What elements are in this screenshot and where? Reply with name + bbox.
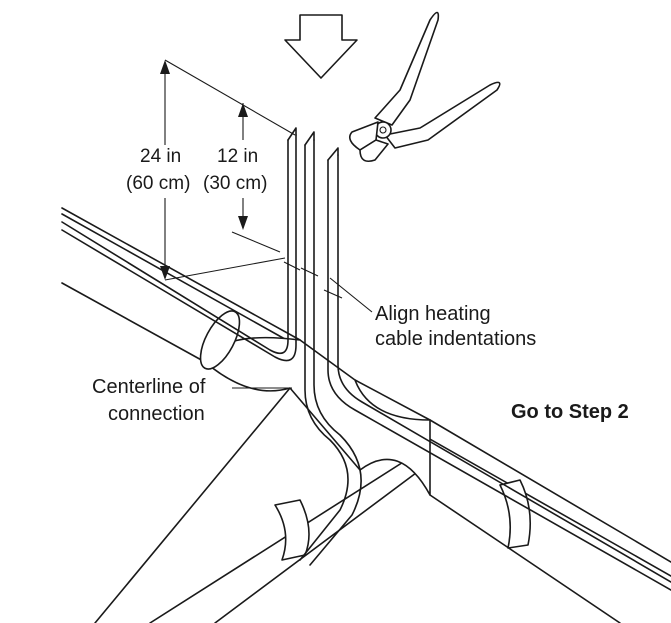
heating-cables: [61, 127, 671, 591]
arrow-up-icon: [160, 60, 170, 74]
dimension-short-inches: 12 in: [217, 146, 258, 167]
dimension-long-inches: 24 in: [140, 146, 181, 167]
dimension-short-cm: (30 cm): [203, 173, 267, 194]
push-down-arrow-icon: [284, 14, 358, 79]
dimension-12in: [231, 103, 281, 253]
align-callout-line1: Align heating: [375, 303, 491, 325]
main-pipe: [61, 207, 431, 421]
next-step-label: Go to Step 2: [511, 401, 629, 423]
arrow-down-icon: [238, 216, 248, 230]
wire-cutter-icon: [349, 11, 501, 163]
arrow-up-icon: [238, 103, 248, 117]
dimension-long-cm: (60 cm): [126, 173, 190, 194]
align-leader-line: [329, 277, 373, 313]
pipe-bands: [274, 479, 532, 561]
centerline-callout-line2: connection: [108, 403, 205, 425]
centerline-callout-line1: Centerline of: [92, 376, 206, 398]
align-callout-line2: cable indentations: [375, 328, 536, 350]
dimension-24in: [160, 59, 296, 281]
arrow-down-icon: [160, 266, 170, 280]
